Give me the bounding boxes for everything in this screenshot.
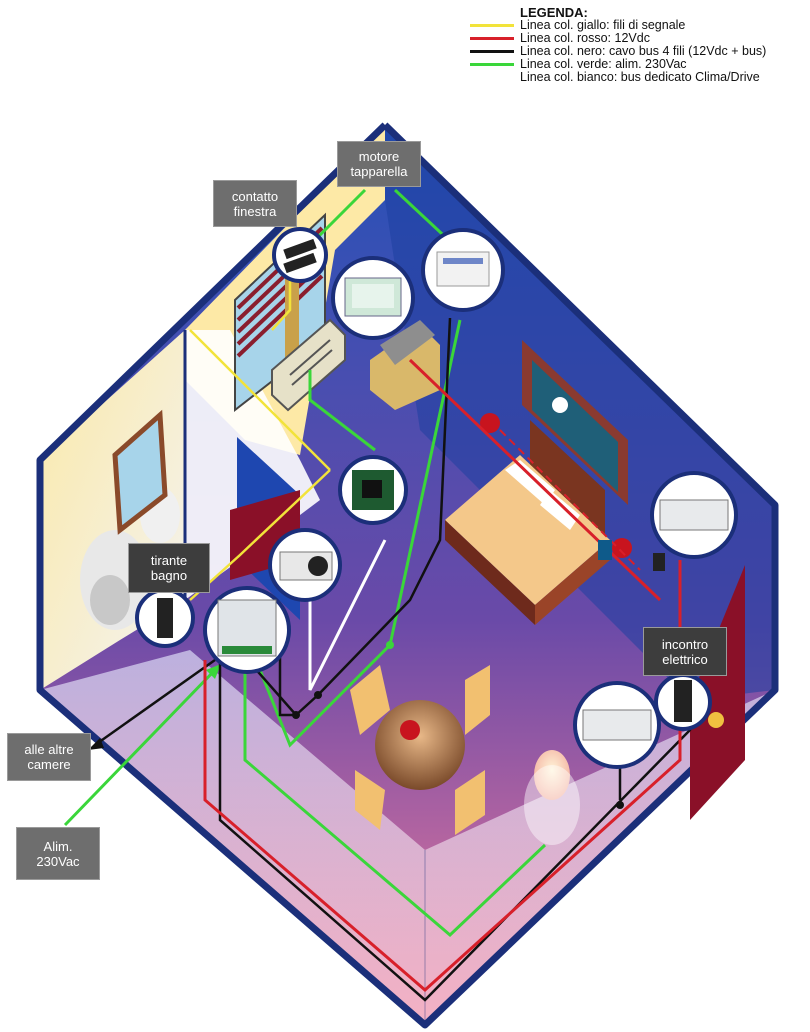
lower-fade <box>40 650 775 1025</box>
device-relay-board <box>338 455 408 525</box>
green-arrowhead <box>206 664 221 679</box>
label-power-supply: Alim. 230Vac <box>16 827 100 880</box>
device-window-contact <box>272 227 328 283</box>
bedside-button-right <box>612 538 632 558</box>
red-dashed-line <box>499 429 641 571</box>
label-text: tirante bagno <box>150 553 188 583</box>
label-bath-pull-cord: tirante bagno <box>128 543 210 593</box>
legend-label: Linea col. rosso: 12Vdc <box>520 31 650 45</box>
legend-label: Linea col. nero: cavo bus 4 fili (12Vdc … <box>520 44 767 58</box>
device-bath-pull-cord <box>135 588 195 648</box>
label-blind-motor: motore tapparella <box>337 141 421 187</box>
legend-item-white: Linea col. bianco: bus dedicato Clima/Dr… <box>470 71 805 84</box>
label-window-contact: contatto finestra <box>213 180 297 227</box>
wall-outline <box>36 122 779 1029</box>
legend-item-yellow: Linea col. giallo: fili di segnale <box>470 19 805 32</box>
legend-swatch-red <box>470 37 514 40</box>
legend-item-green: Linea col. verde: alim. 230Vac <box>470 58 805 71</box>
device-room-controller <box>203 586 291 674</box>
legend-swatch-green <box>470 63 514 66</box>
device-bedside-switch <box>598 540 665 571</box>
fan-coil-unit <box>271 318 346 412</box>
legend-item-black: Linea col. nero: cavo bus 4 fili (12Vdc … <box>470 45 805 58</box>
label-text: motore tapparella <box>350 149 408 179</box>
bathroom-mirror <box>112 409 168 535</box>
armchair <box>370 320 440 410</box>
dining-table <box>350 665 490 835</box>
legend-swatch-yellow <box>470 24 514 27</box>
white-bus-lines <box>308 539 387 691</box>
legend-label: Linea col. bianco: bus dedicato Clima/Dr… <box>520 70 760 84</box>
legend-label: Linea col. verde: alim. 230Vac <box>520 57 687 71</box>
label-electric-strike: incontro elettrico <box>643 627 727 676</box>
tv <box>522 340 628 505</box>
green-junction <box>386 641 394 649</box>
device-room-thermostat <box>268 528 342 602</box>
legend-title: LEGENDA: <box>520 5 588 20</box>
black-arrowhead <box>88 738 104 750</box>
floor-lamp <box>524 750 580 845</box>
device-thermostat-panel <box>331 256 415 340</box>
bus-junctions <box>292 691 624 809</box>
legend: LEGENDA: Linea col. giallo: fili di segn… <box>470 6 805 84</box>
device-door-panel <box>573 681 661 769</box>
device-blind-motor <box>421 228 505 312</box>
legend-swatch-black <box>470 50 514 53</box>
label-text: incontro elettrico <box>661 636 709 667</box>
label-other-rooms: alle altre camere <box>7 733 91 781</box>
legend-item-red: Linea col. rosso: 12Vdc <box>470 32 805 45</box>
green-power-lines <box>63 188 547 938</box>
entrance-door <box>690 565 745 820</box>
bed <box>445 420 610 625</box>
device-bedside-panel <box>650 471 738 559</box>
bedside-button-left <box>480 413 500 433</box>
label-text: Alim. 230Vac <box>36 838 80 869</box>
device-electric-strike <box>654 673 712 731</box>
label-text: alle altre camere <box>24 742 74 772</box>
legend-label: Linea col. giallo: fili di segnale <box>520 18 686 32</box>
label-text: contatto finestra <box>231 188 279 219</box>
